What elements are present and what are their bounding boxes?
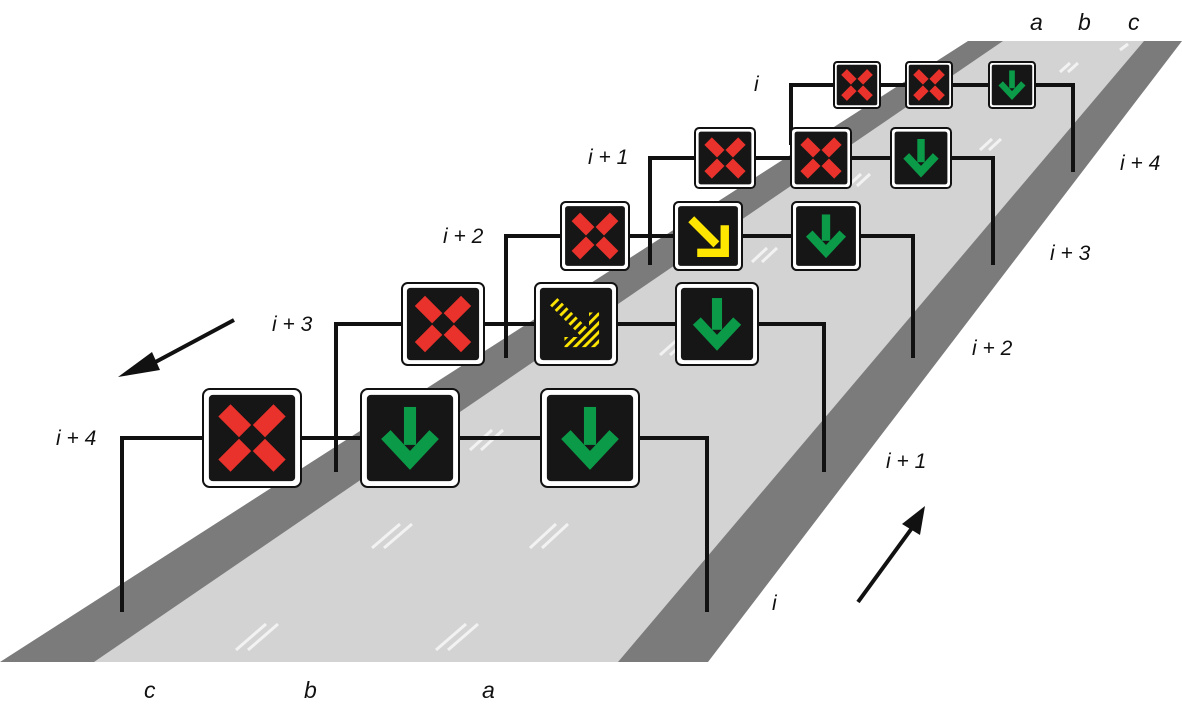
gantry-label-right-2: i + 2 bbox=[972, 337, 1013, 360]
lane-label-far-a: a bbox=[1030, 9, 1043, 35]
sign-i-plus-3-b-yellow-flashing-diagonal-arrow bbox=[534, 282, 618, 366]
sign-i-plus-3-a-red-cross bbox=[401, 282, 485, 366]
gantry-label-left-4: i + 4 bbox=[56, 427, 96, 450]
sign-i-a-red-cross bbox=[833, 61, 881, 109]
gantry-label-left-3: i + 3 bbox=[272, 313, 313, 336]
gantry-label-left-0: i bbox=[754, 73, 760, 96]
lane-label-far-b: b bbox=[1078, 9, 1091, 35]
sign-i-plus-2-a-red-cross bbox=[560, 201, 630, 271]
gantry-label-right-3: i + 1 bbox=[886, 450, 926, 473]
sign-i-plus-3-c-green-down-arrow bbox=[675, 282, 759, 366]
gantry-label-right-0: i + 4 bbox=[1120, 152, 1160, 175]
lane-label-near-c: c bbox=[144, 677, 156, 703]
sign-i-plus-1-a-red-cross bbox=[694, 127, 756, 189]
direction-arrow-left bbox=[118, 318, 235, 377]
gantry-label-right-4: i bbox=[772, 592, 778, 615]
sign-i-c-green-down-arrow bbox=[988, 61, 1036, 109]
sign-i-plus-1-c-green-down-arrow bbox=[890, 127, 952, 189]
sign-i-plus-4-b-green-down-arrow bbox=[360, 388, 460, 488]
sign-i-plus-4-a-red-cross bbox=[202, 388, 302, 488]
sign-i-b-red-cross bbox=[905, 61, 953, 109]
lane-label-near-b: b bbox=[304, 677, 317, 703]
lane-label-far-c: c bbox=[1128, 9, 1140, 35]
direction-arrow-right bbox=[856, 506, 925, 604]
lane-label-near-a: a bbox=[482, 677, 495, 703]
sign-i-plus-1-b-red-cross bbox=[790, 127, 852, 189]
sign-i-plus-4-c-green-down-arrow bbox=[540, 388, 640, 488]
sign-i-plus-2-b-yellow-diagonal-arrow bbox=[673, 201, 743, 271]
gantry-label-left-2: i + 2 bbox=[443, 225, 484, 248]
gantry-label-left-1: i + 1 bbox=[588, 146, 628, 169]
gantry-label-right-1: i + 3 bbox=[1050, 242, 1091, 265]
carriageway bbox=[94, 41, 1144, 662]
sign-i-plus-2-c-green-down-arrow bbox=[791, 201, 861, 271]
